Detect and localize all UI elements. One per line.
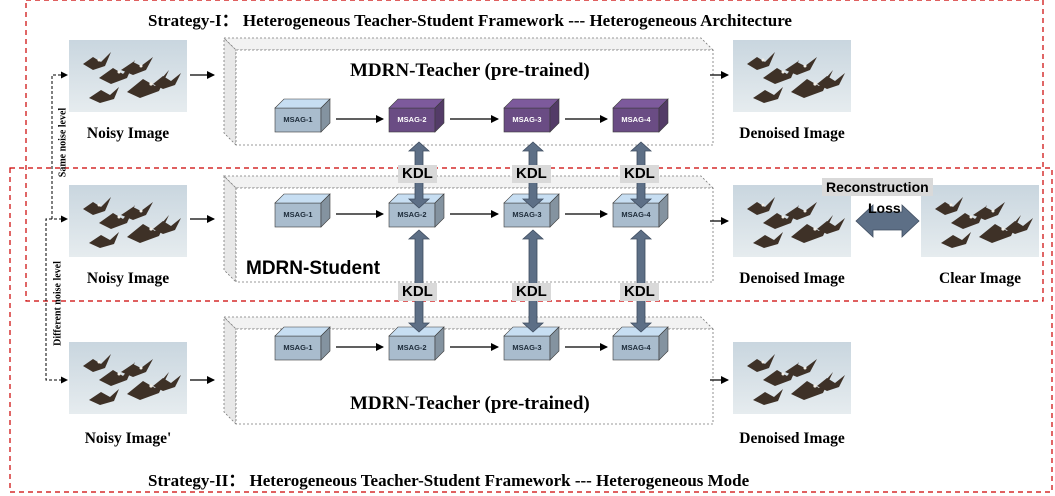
same-noise-level-label: Same noise level — [57, 107, 69, 178]
noise-level-brackets — [45, 74, 66, 381]
kdl-label: KDL — [398, 165, 437, 183]
module-label: MSAG-1 — [283, 115, 313, 124]
loss-label: Loss — [868, 200, 901, 216]
denoised-image-3-caption: Denoised Image — [739, 430, 845, 447]
strategy1-frame — [25, 0, 1044, 302]
module-label: MSAG-3 — [512, 115, 542, 124]
module-label: MSAG-4 — [621, 343, 651, 352]
noisy-image-1 — [69, 40, 187, 112]
module-strategy1-1 — [274, 98, 331, 133]
denoised-image-1-caption: Denoised Image — [739, 125, 845, 142]
denoised-image-1 — [733, 40, 851, 112]
module-label: MSAG-3 — [512, 210, 542, 219]
strategy2-title: Strategy-II： Heterogeneous Teacher-Stude… — [148, 471, 750, 490]
kdl-label: KDL — [620, 165, 659, 183]
module-strategy1-4 — [612, 98, 669, 133]
module-student-3 — [503, 193, 560, 228]
denoised-image-2-caption: Denoised Image — [739, 270, 845, 287]
noisy-image-2-caption: Noisy Image — [86, 270, 170, 287]
kdl-label: KDL — [512, 165, 551, 183]
noisy-image-1-caption: Noisy Image — [86, 125, 170, 142]
kdl-label: KDL — [620, 283, 659, 301]
noisy-image-3-caption: Noisy Image' — [84, 430, 172, 447]
kdl-arrow — [407, 229, 431, 333]
module-label: MSAG-2 — [397, 343, 427, 352]
module-strategy2-2 — [388, 326, 445, 361]
reconstruction-label: Reconstruction — [822, 178, 933, 196]
module-label: MSAG-1 — [283, 343, 313, 352]
module-label: MSAG-4 — [621, 115, 651, 124]
different-noise-level-label: Different noise level — [52, 261, 64, 346]
clear-image — [921, 185, 1039, 257]
module-student-1 — [274, 193, 331, 228]
denoised-image-3 — [733, 342, 851, 414]
teacher2-label: MDRN-Teacher (pre-trained) — [350, 393, 590, 414]
kdl-arrow — [629, 229, 653, 333]
module-strategy1-3 — [503, 98, 560, 133]
clear-image-caption: Clear Image — [939, 270, 1021, 287]
module-strategy2-3 — [503, 326, 560, 361]
module-label: MSAG-2 — [397, 115, 427, 124]
kdl-arrow — [521, 229, 545, 333]
module-label: MSAG-4 — [621, 210, 651, 219]
strategy2-frame — [9, 167, 1053, 493]
kdl-label: KDL — [512, 283, 551, 301]
student-label: MDRN-Student — [246, 258, 381, 279]
module-strategy2-1 — [274, 326, 331, 361]
module-label: MSAG-1 — [283, 210, 313, 219]
module-strategy1-2 — [388, 98, 445, 133]
strategy1-title: Strategy-I： Heterogeneous Teacher-Studen… — [148, 11, 792, 30]
noisy-image-3 — [69, 342, 187, 414]
noisy-image-2 — [69, 185, 187, 257]
module-label: MSAG-3 — [512, 343, 542, 352]
reconstruction-arrow — [855, 204, 920, 238]
kdl-label: KDL — [398, 283, 437, 301]
module-label: MSAG-2 — [397, 210, 427, 219]
teacher1-label: MDRN-Teacher (pre-trained) — [350, 60, 590, 81]
